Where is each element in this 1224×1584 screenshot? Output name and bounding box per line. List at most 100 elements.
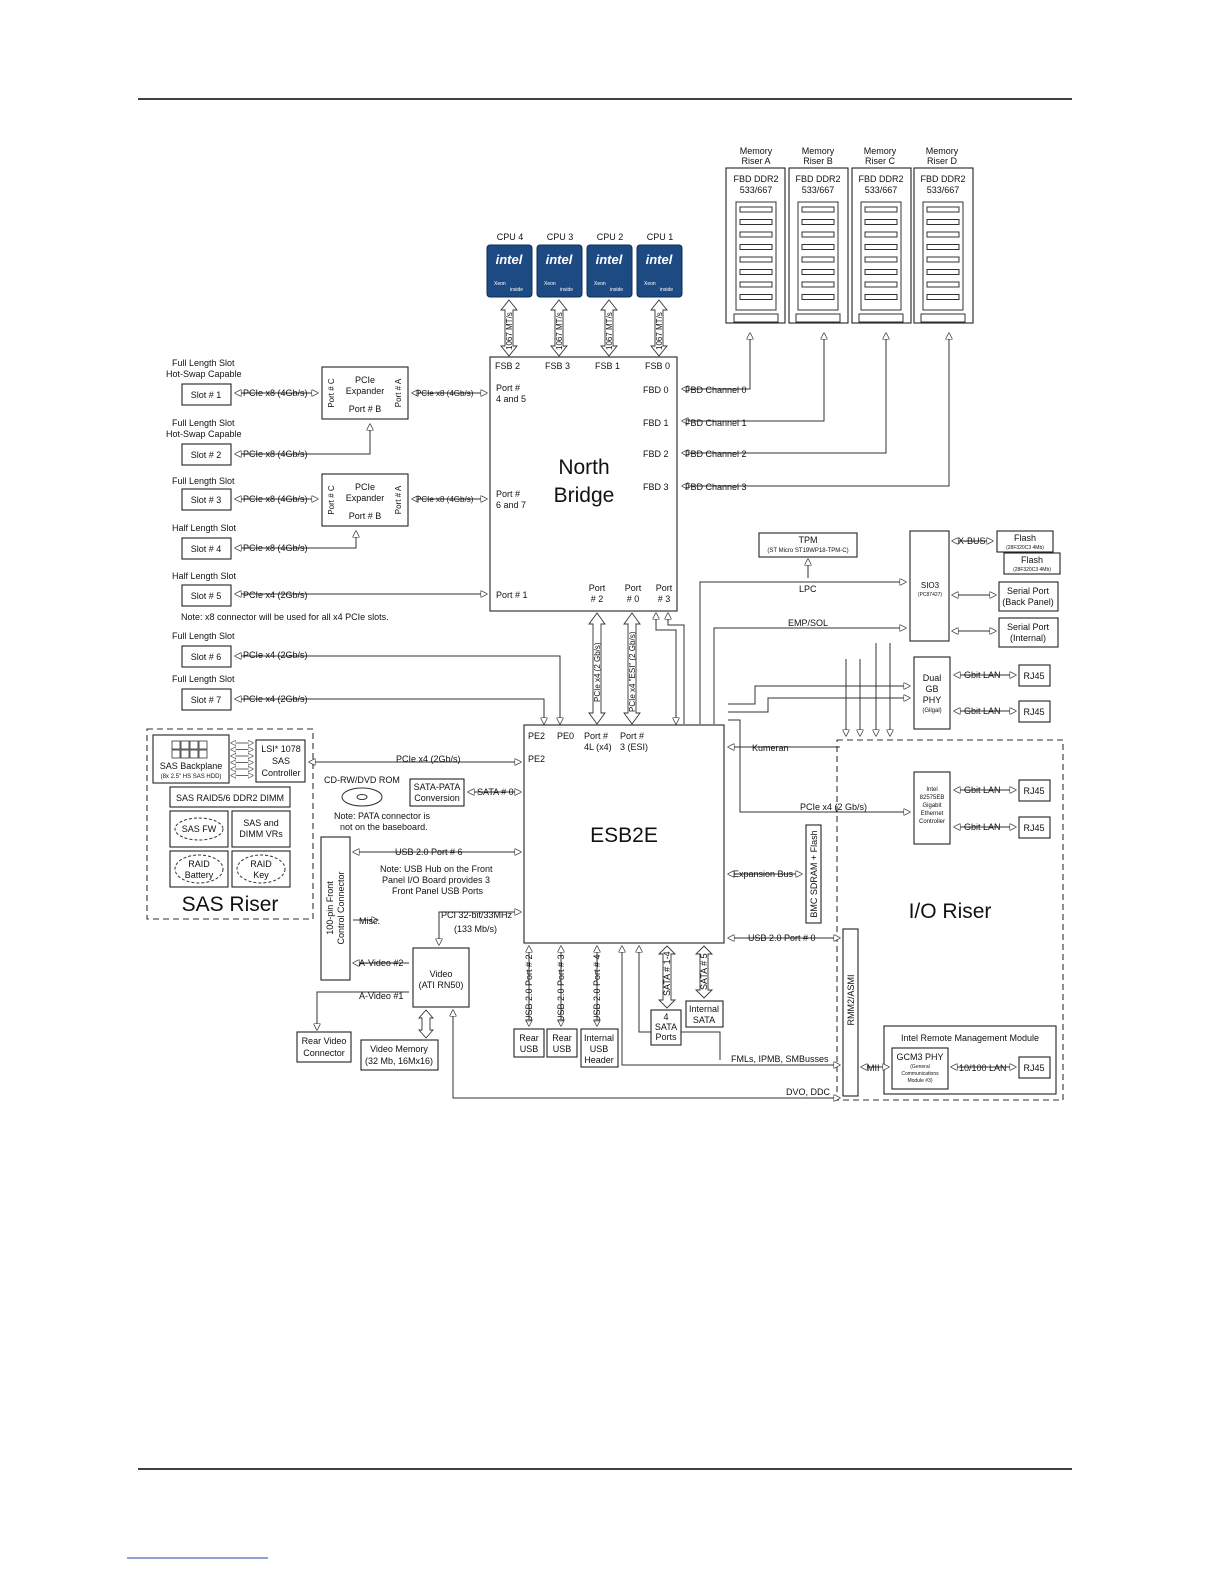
internal-sata-label: SATA bbox=[693, 1015, 715, 1025]
rear-usb-label: Rear bbox=[552, 1033, 572, 1043]
dimm-slot-stack bbox=[858, 201, 904, 323]
avideo1-link bbox=[317, 991, 409, 1030]
riser-name: Memory bbox=[802, 146, 835, 156]
esi-arrow bbox=[588, 612, 606, 725]
expander-title: PCIe bbox=[355, 482, 375, 492]
expander-port-a: Port # A bbox=[394, 378, 403, 407]
serial-port-sub: (Back Panel) bbox=[1002, 597, 1054, 607]
nb-port-45-line2: 4 and 5 bbox=[496, 394, 526, 404]
rear-usb-label: Rear bbox=[519, 1033, 539, 1043]
gcm3-sub: Module #3) bbox=[907, 1078, 932, 1084]
fsb-label: FSB 2 bbox=[495, 361, 520, 371]
dimm-slot-icon bbox=[801, 206, 835, 213]
hdd-icon bbox=[189, 749, 199, 759]
dimm-slot-icon bbox=[926, 281, 960, 288]
fbd-channel-label: FBD Channel 0 bbox=[685, 385, 747, 395]
front-connector-label: Control Connector bbox=[336, 871, 346, 944]
sas-dimm-box bbox=[169, 786, 291, 808]
dimm-slot-icon bbox=[739, 294, 773, 300]
sata-ports-label: SATA bbox=[655, 1022, 677, 1032]
usb-port-label: USB 2.0 Port # 2 bbox=[524, 954, 534, 1022]
slot-link bbox=[235, 656, 560, 724]
north-bridge: FSB 2 FSB 3 FSB 1 FSB 0 Port # 4 and 5 P… bbox=[489, 356, 678, 612]
avideo2-label: A-Video #2 bbox=[359, 958, 403, 968]
intel-controller-box bbox=[913, 771, 951, 845]
hdd-icon bbox=[171, 740, 181, 750]
dimm-slot-icon bbox=[739, 244, 773, 250]
emp-sol-bus bbox=[713, 628, 906, 724]
expander-box bbox=[321, 366, 409, 420]
usb6-label: USB 2.0 Port # 6 bbox=[395, 847, 463, 857]
logo-tag: inside bbox=[610, 287, 623, 293]
fmls-link bbox=[622, 946, 840, 1065]
rmm-module-title: Intel Remote Management Module bbox=[901, 1033, 1039, 1043]
dimm-slot-icon bbox=[864, 231, 898, 238]
expander-nb-link-label: PCIe x8 (4Gb/s) bbox=[416, 389, 474, 398]
slot-1-box bbox=[181, 383, 232, 406]
riser-name: Memory bbox=[864, 146, 897, 156]
nb-port-67-line1: Port # bbox=[496, 489, 520, 499]
memory-riser-c: Memory Riser C FBD DDR2 533/667 bbox=[851, 146, 912, 324]
dimm-slot-icon bbox=[801, 256, 835, 263]
expander-port-b: Port # B bbox=[349, 404, 382, 414]
avideo1-label: A-Video #1 bbox=[359, 991, 403, 1001]
dimm-stack-frame bbox=[922, 201, 964, 311]
riser-name: Riser D bbox=[927, 156, 958, 166]
dimm-slot-icon bbox=[801, 294, 835, 300]
dimm-stack-frame bbox=[797, 201, 839, 311]
logo-brand: intel bbox=[496, 252, 523, 267]
flash-title: Flash bbox=[1021, 555, 1043, 565]
gbit-lan-label: Gbit LAN bbox=[964, 706, 1001, 716]
sio-area: TPM (ST Micro ST19WP18-TPM-C) LPC SIO3 (… bbox=[699, 530, 1061, 736]
cpu-3: CPU 3 intel Xeon inside bbox=[536, 232, 583, 298]
rj45-box bbox=[1018, 816, 1051, 839]
internal-usb-label: USB bbox=[590, 1044, 609, 1054]
dimm-slot-icon bbox=[801, 281, 835, 288]
pcie-slots: Full Length Slot Hot-Swap Capable Slot #… bbox=[166, 358, 560, 724]
cpu-label: CPU 3 bbox=[547, 232, 574, 242]
cdrom-disc-hole bbox=[356, 794, 368, 800]
fsb-speed-label: 1067 MT/s bbox=[655, 312, 664, 350]
dimm-slot-icon bbox=[801, 269, 835, 275]
expander-nb-link-label: PCIe x8 (4Gb/s) bbox=[416, 495, 474, 504]
rj45-box bbox=[1018, 779, 1051, 802]
raid-key-label: Key bbox=[253, 870, 269, 880]
dimm-connector-icon bbox=[920, 313, 966, 323]
dimm-slot-icon bbox=[926, 219, 960, 225]
slot-3-box bbox=[181, 488, 232, 511]
esb-port4l: 4L (x4) bbox=[584, 742, 612, 752]
esb-pe0: PE0 bbox=[557, 731, 574, 741]
video-memory-link bbox=[418, 1009, 434, 1039]
nb-fbd-label: FBD 2 bbox=[643, 449, 669, 459]
raid-battery-oval bbox=[174, 854, 224, 884]
riser-name: Riser B bbox=[803, 156, 833, 166]
fsb-arrow bbox=[550, 299, 568, 357]
dvo-link bbox=[453, 1010, 840, 1098]
raid-key-box bbox=[231, 850, 291, 888]
expander-title: PCIe bbox=[355, 375, 375, 385]
gbit-lan-label: Gbit LAN bbox=[964, 785, 1001, 795]
sio3-title: SIO3 bbox=[921, 581, 940, 590]
dual-phy-title: Dual bbox=[923, 673, 942, 683]
video-memory-label: Video Memory bbox=[370, 1044, 428, 1054]
sata-pata-label: Conversion bbox=[414, 793, 460, 803]
slot-desc: Half Length Slot bbox=[172, 571, 237, 581]
rear-video-label: Connector bbox=[303, 1048, 345, 1058]
pcie-expander-2: PCIe Expander Port # B Port # C Port # A… bbox=[321, 473, 487, 527]
gbit-lan-label: Gbit LAN bbox=[964, 822, 1001, 832]
dimm-slot-icon bbox=[926, 269, 960, 275]
video-memory-box bbox=[360, 1039, 439, 1071]
intel-xeon-logo-icon bbox=[636, 244, 683, 298]
dimm-connector-icon bbox=[795, 313, 841, 323]
pcie-expander-1: PCIe Expander Port # B Port # C Port # A… bbox=[321, 366, 487, 420]
esb-pe2: PE2 bbox=[528, 731, 545, 741]
hdd-icon bbox=[171, 749, 181, 759]
nb-port-3-line1: Port bbox=[656, 583, 673, 593]
tpm-sub: (ST Micro ST19WP18-TPM-C) bbox=[767, 548, 848, 554]
usb-port-label: USB 2.0 Port # 4 bbox=[592, 954, 602, 1022]
nb-esb-links: PCIe x4 (2 Gb/s) PCIe x4 "ESI" (2 Gb/s) bbox=[588, 612, 685, 725]
cpu-1: CPU 1 intel Xeon inside bbox=[636, 232, 683, 298]
dimm-stack-frame bbox=[735, 201, 777, 311]
rj45-box bbox=[1018, 664, 1051, 687]
fsb-arrow bbox=[500, 299, 518, 357]
